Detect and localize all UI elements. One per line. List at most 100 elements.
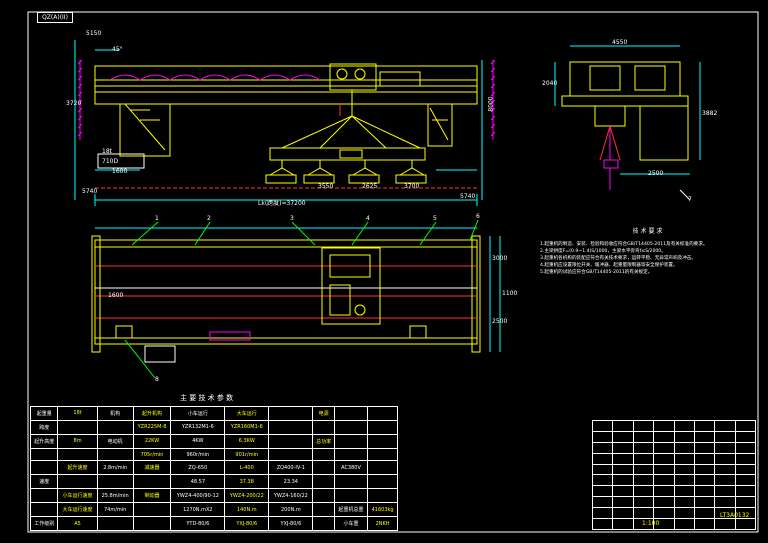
title-block-cell [632, 474, 655, 487]
spec-cell: 起升高度 [29, 433, 59, 449]
spec-cell: YZR132M1-6 [170, 419, 226, 435]
title-block-cell [693, 518, 716, 530]
spec-cell [333, 447, 369, 462]
spec-cell [312, 502, 335, 517]
title-block-cell [714, 518, 736, 530]
notes-title: 技 术 要 求 [632, 228, 663, 235]
title-block-cell [632, 463, 655, 476]
title-block-cell [673, 452, 695, 465]
spec-cell [367, 406, 398, 421]
title-block-cell [714, 463, 736, 476]
spec-cell: 37.38 [224, 474, 270, 490]
dim-mid-a: 3550 [318, 183, 334, 190]
side-callout-7: 7 [688, 196, 692, 203]
title-block-cell [673, 441, 695, 454]
spec-cell: YXJ-80/6 [224, 516, 270, 531]
title-block-cell [632, 430, 655, 443]
note-line: 4.起重机应设置限位开关、缓冲器、起重量限制器等安全保护装置。 [540, 263, 678, 268]
title-block-cell [734, 474, 757, 487]
spec-cell: 48.57 [170, 474, 226, 490]
title-block-cell [612, 441, 634, 454]
title-block-cell [632, 496, 655, 509]
title-block-cell [591, 441, 614, 454]
plan-view [91, 219, 501, 379]
spec-cell [132, 502, 172, 517]
spec-cell [333, 488, 369, 504]
title-block-cell [591, 485, 614, 498]
spec-cell [29, 460, 59, 476]
dim-right-height: 8000 [487, 96, 495, 112]
lifting-beam [269, 147, 426, 161]
label-weight: 18t [102, 148, 112, 155]
title-block-cell [612, 518, 634, 530]
spec-cell: 机构 [96, 406, 134, 421]
spec-cell: 4KW [170, 433, 226, 449]
spec-cell: ZQ400-IV-1 [268, 460, 314, 476]
spec-cell: YZR160M1-6 [224, 419, 270, 435]
title-block-cell [612, 463, 634, 476]
spec-cell: 960r/min [170, 447, 226, 462]
spec-cell: 23.34 [268, 474, 314, 490]
plan-dim-width: 1600 [108, 292, 124, 299]
callout-6: 6 [476, 213, 480, 220]
main-girder [94, 65, 478, 81]
title-block-cell [673, 463, 695, 476]
title-block-row [591, 463, 757, 476]
spec-cell: 41603kg [367, 502, 398, 517]
title-block-cell [653, 452, 675, 465]
spec-cell: 901r/min [224, 447, 270, 462]
spec-cell [57, 419, 98, 435]
title-block-row [591, 420, 757, 432]
label-angle: 45° [112, 46, 123, 53]
spec-cell [96, 474, 134, 490]
title-block-cell [653, 420, 675, 432]
title-block-cell [714, 474, 736, 487]
title-block-cell [714, 441, 736, 454]
title-block-cell [673, 507, 695, 520]
label-cab: 710D [102, 158, 119, 165]
plan-dim-right-b: 1100 [502, 290, 518, 297]
trolley [329, 63, 377, 91]
title-block-cell [632, 507, 655, 520]
spec-cell: 6.3KW [224, 433, 270, 449]
spec-cell: AC380V [333, 460, 369, 476]
spec-cell: 起重机总重 [333, 502, 369, 517]
spec-cell [268, 447, 314, 462]
plan-dim-right-c: 2500 [492, 318, 508, 325]
spec-cell [268, 419, 314, 435]
title-block-cell [632, 485, 655, 498]
spec-cell [333, 406, 369, 421]
title-block-cell [653, 441, 675, 454]
spec-cell: 电源 [312, 406, 335, 421]
spec-cell: 减速器 [132, 460, 172, 476]
title-block-cell [673, 474, 695, 487]
dim-left-c: 1600 [112, 168, 128, 175]
title-block-cell [673, 518, 695, 530]
title-block-cell [632, 452, 655, 465]
title-block-cell [693, 507, 716, 520]
title-block-row [591, 430, 757, 443]
title-block-row [591, 485, 757, 498]
spec-cell [96, 447, 134, 462]
front-view [74, 40, 496, 206]
title-block-cell [714, 496, 736, 509]
spec-cell [367, 488, 398, 504]
spec-cell: YZR225M-8 [132, 419, 172, 435]
spec-cell: 22KW [132, 433, 172, 449]
spec-cell: 8m [57, 433, 98, 449]
title-block-row [591, 452, 757, 465]
spec-cell: YTD-80/6 [170, 516, 226, 531]
title-block-cell [591, 420, 614, 432]
title-block-cell [734, 485, 757, 498]
spec-cell [312, 460, 335, 476]
bottom-girder [94, 91, 478, 105]
callout-4: 4 [366, 215, 370, 222]
title-block-cell [591, 452, 614, 465]
title-block-cell [612, 452, 634, 465]
spec-cell: 大车运行 [224, 406, 270, 421]
spec-cell: ZQ-650 [170, 460, 226, 476]
